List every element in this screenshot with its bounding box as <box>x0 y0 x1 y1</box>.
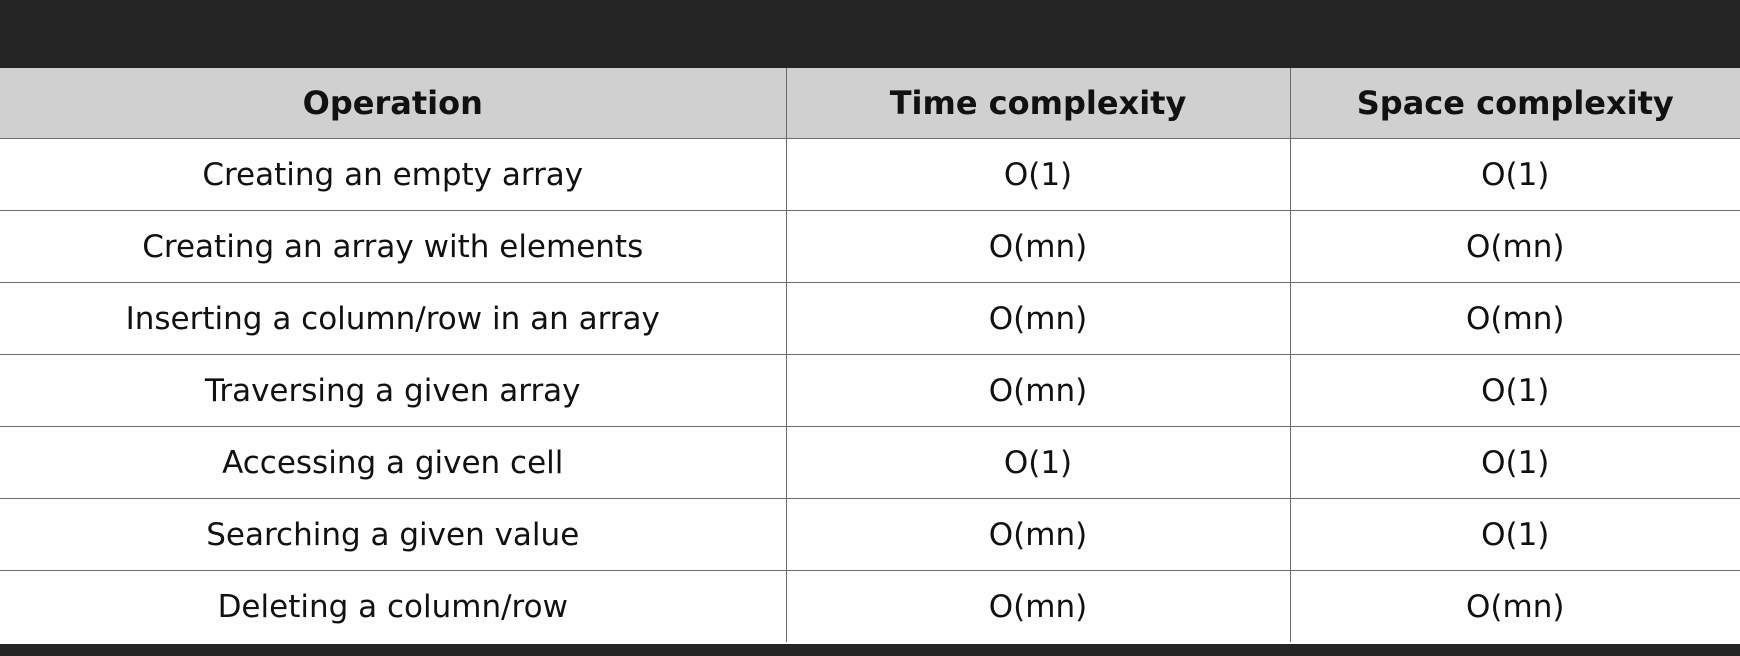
cell-operation: Traversing a given array <box>0 354 786 427</box>
table-row: Searching a given value O(mn) O(1) <box>0 498 1740 571</box>
table-header-row: Operation Time complexity Space complexi… <box>0 68 1740 139</box>
cell-space-complexity: O(1) <box>1289 426 1740 499</box>
header-space-complexity: Space complexity <box>1289 68 1740 139</box>
cell-operation: Creating an array with elements <box>0 210 786 283</box>
cell-time-complexity: O(mn) <box>785 498 1290 571</box>
header-operation: Operation <box>0 68 786 139</box>
cell-operation: Inserting a column/row in an array <box>0 282 786 355</box>
cell-time-complexity: O(mn) <box>785 354 1290 427</box>
table-row: Traversing a given array O(mn) O(1) <box>0 354 1740 427</box>
cell-operation: Accessing a given cell <box>0 426 786 499</box>
table-row: Creating an array with elements O(mn) O(… <box>0 210 1740 283</box>
cell-time-complexity: O(mn) <box>785 282 1290 355</box>
cell-space-complexity: O(1) <box>1289 138 1740 211</box>
table-row: Creating an empty array O(1) O(1) <box>0 138 1740 211</box>
table-row: Accessing a given cell O(1) O(1) <box>0 426 1740 499</box>
cell-operation: Creating an empty array <box>0 138 786 211</box>
header-time-complexity: Time complexity <box>785 68 1290 139</box>
cell-time-complexity: O(1) <box>785 138 1290 211</box>
cell-time-complexity: O(mn) <box>785 570 1290 642</box>
bottom-dark-bar <box>0 644 1740 656</box>
cell-space-complexity: O(mn) <box>1289 570 1740 642</box>
complexity-table: Operation Time complexity Space complexi… <box>0 68 1740 642</box>
table-row: Deleting a column/row O(mn) O(mn) <box>0 570 1740 642</box>
cell-space-complexity: O(1) <box>1289 354 1740 427</box>
cell-operation: Searching a given value <box>0 498 786 571</box>
cell-space-complexity: O(mn) <box>1289 210 1740 283</box>
top-dark-bar <box>0 0 1740 68</box>
cell-operation: Deleting a column/row <box>0 570 786 642</box>
complexity-table-container: Operation Time complexity Space complexi… <box>0 68 1740 644</box>
cell-space-complexity: O(1) <box>1289 498 1740 571</box>
cell-time-complexity: O(mn) <box>785 210 1290 283</box>
cell-time-complexity: O(1) <box>785 426 1290 499</box>
cell-space-complexity: O(mn) <box>1289 282 1740 355</box>
table-row: Inserting a column/row in an array O(mn)… <box>0 282 1740 355</box>
